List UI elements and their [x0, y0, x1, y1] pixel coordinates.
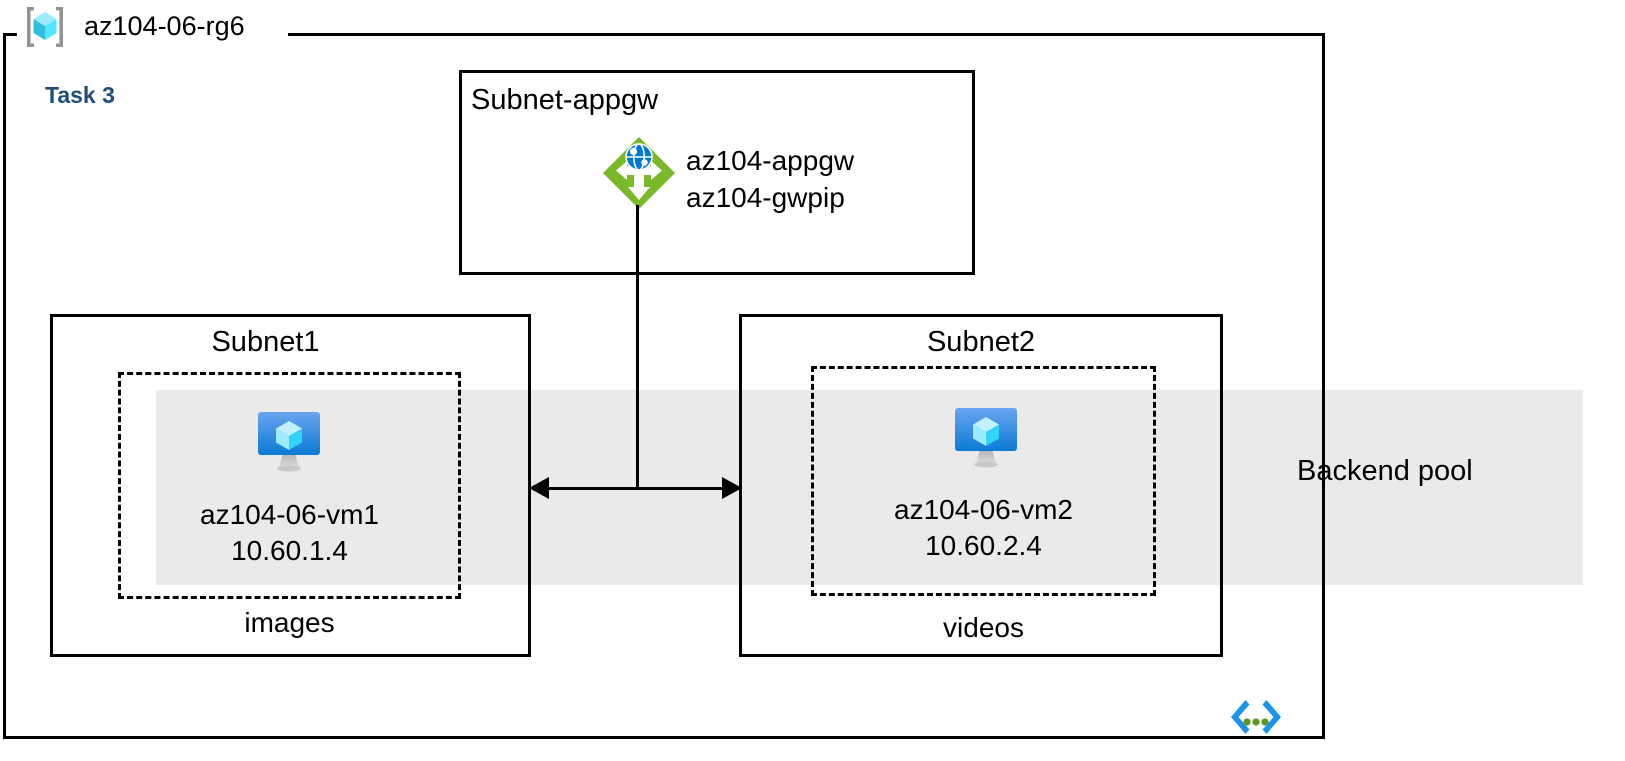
resource-group-border-left [3, 33, 6, 739]
subnet2-vm-labels: az104-06-vm2 10.60.2.4 [811, 492, 1156, 564]
vm1-name: az104-06-vm1 [200, 499, 379, 530]
arrow-head-right [722, 477, 742, 499]
subnet2-container-caption: videos [943, 612, 1024, 643]
task-label: Task 3 [45, 82, 115, 108]
appgw-name-line: az104-appgw [686, 145, 855, 176]
vm2-name: az104-06-vm2 [894, 494, 1073, 525]
gwpip-name-line: az104-gwpip [686, 182, 845, 213]
subnet2-storage-container [811, 366, 1156, 596]
vm1-ip: 10.60.1.4 [231, 535, 348, 566]
arrow-head-left [529, 477, 549, 499]
subnet1-title: Subnet1 [211, 326, 320, 358]
vm2-ip: 10.60.2.4 [925, 530, 1042, 561]
resource-group-label: az104-06-rg6 [84, 11, 245, 41]
backend-pool-band [156, 390, 1583, 585]
resource-group-cube-icon [22, 4, 68, 50]
subnet-appgw-box [459, 70, 975, 275]
subnet2-box [739, 314, 1223, 657]
resource-group-border-top-stub [3, 33, 17, 36]
backend-pool-label: Backend pool [1297, 455, 1473, 487]
application-gateway-labels: az104-appgw az104-gwpip [686, 142, 854, 216]
subnet1-storage-container [118, 372, 461, 599]
subnet-appgw-title: Subnet-appgw [471, 84, 659, 116]
virtual-machine-icon [947, 401, 1025, 471]
subnet1-container-caption: images [244, 607, 335, 638]
application-gateway-icon [601, 135, 677, 211]
appgw-to-subnets-connector [636, 205, 639, 489]
resource-group-border-top [288, 33, 1325, 36]
resource-group-border-right [1322, 33, 1325, 739]
code-brackets-ellipsis-icon [1228, 694, 1284, 740]
resource-group-border-bottom [3, 736, 1325, 739]
subnet1-vm-labels: az104-06-vm1 10.60.1.4 [118, 497, 461, 569]
subnet1-box [50, 314, 531, 657]
subnet1-subnet2-connector [533, 487, 740, 490]
virtual-machine-icon [250, 405, 328, 475]
subnet2-title: Subnet2 [926, 326, 1036, 358]
